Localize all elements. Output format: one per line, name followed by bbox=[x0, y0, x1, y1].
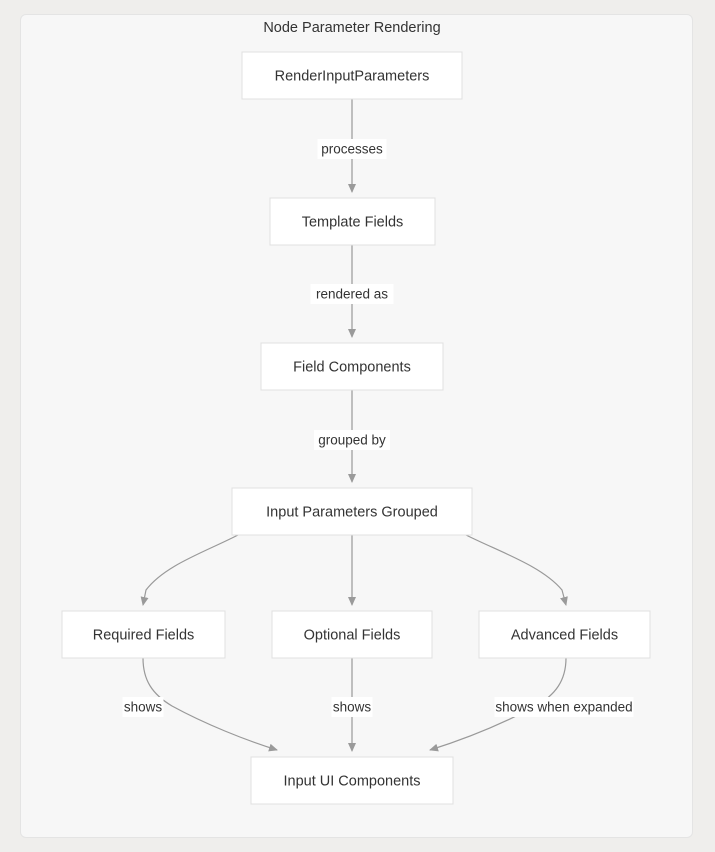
edge-label-text: rendered as bbox=[316, 287, 388, 302]
node-label: Advanced Fields bbox=[511, 627, 618, 643]
edge-label-text: shows bbox=[124, 700, 163, 715]
node-label: Optional Fields bbox=[304, 627, 401, 643]
node-box bbox=[271, 610, 433, 659]
node-advanced_fields[interactable]: Advanced Fields bbox=[478, 610, 651, 659]
node-label: Input UI Components bbox=[283, 773, 420, 789]
edge-label-background bbox=[317, 139, 387, 159]
node-label: Template Fields bbox=[302, 214, 404, 230]
edge-labels-layer: processes rendered as grouped by shows shows… bbox=[122, 139, 634, 717]
node-required_fields[interactable]: Required Fields bbox=[61, 610, 226, 659]
node-label: Field Components bbox=[293, 359, 411, 375]
node-label: RenderInputParameters bbox=[275, 68, 430, 84]
edge-to-required bbox=[140, 534, 239, 606]
edge-label-edge-advanced-shows: shows when expanded bbox=[494, 697, 634, 717]
edge-label-edge-processes: processes bbox=[317, 139, 387, 159]
node-box bbox=[61, 610, 226, 659]
node-box bbox=[478, 610, 651, 659]
node-input_parameters_grouped[interactable]: Input Parameters Grouped bbox=[231, 487, 473, 536]
node-box bbox=[231, 487, 473, 536]
node-box bbox=[260, 342, 444, 391]
edge-label-text: processes bbox=[321, 142, 383, 157]
node-template_fields[interactable]: Template Fields bbox=[269, 197, 436, 246]
edge-label-background bbox=[331, 697, 373, 717]
node-field_components[interactable]: Field Components bbox=[260, 342, 444, 391]
edge-label-text: grouped by bbox=[318, 433, 386, 448]
node-label: Input Parameters Grouped bbox=[266, 504, 438, 520]
node-label: Required Fields bbox=[93, 627, 195, 643]
edge-label-edge-grouped-by: grouped by bbox=[314, 430, 390, 450]
edge-label-edge-rendered-as: rendered as bbox=[310, 284, 394, 304]
edge-required-shows bbox=[142, 657, 278, 752]
edge-label-background bbox=[310, 284, 394, 304]
node-input_ui_components[interactable]: Input UI Components bbox=[250, 756, 454, 805]
edge-to-advanced bbox=[465, 534, 568, 606]
edge-label-background bbox=[494, 697, 634, 717]
edge-label-edge-required-shows: shows bbox=[122, 697, 164, 717]
edge-label-text: shows when expanded bbox=[495, 700, 632, 715]
node-render_input_parameters[interactable]: RenderInputParameters bbox=[241, 51, 463, 100]
diagram-title: Node Parameter Rendering bbox=[263, 20, 440, 36]
edge-label-background bbox=[122, 697, 164, 717]
edge-label-text: shows bbox=[333, 700, 372, 715]
node-box bbox=[269, 197, 436, 246]
node-box bbox=[250, 756, 454, 805]
node-optional_fields[interactable]: Optional Fields bbox=[271, 610, 433, 659]
edge-label-background bbox=[314, 430, 390, 450]
edge-label-edge-optional-shows: shows bbox=[331, 697, 373, 717]
node-box bbox=[241, 51, 463, 100]
